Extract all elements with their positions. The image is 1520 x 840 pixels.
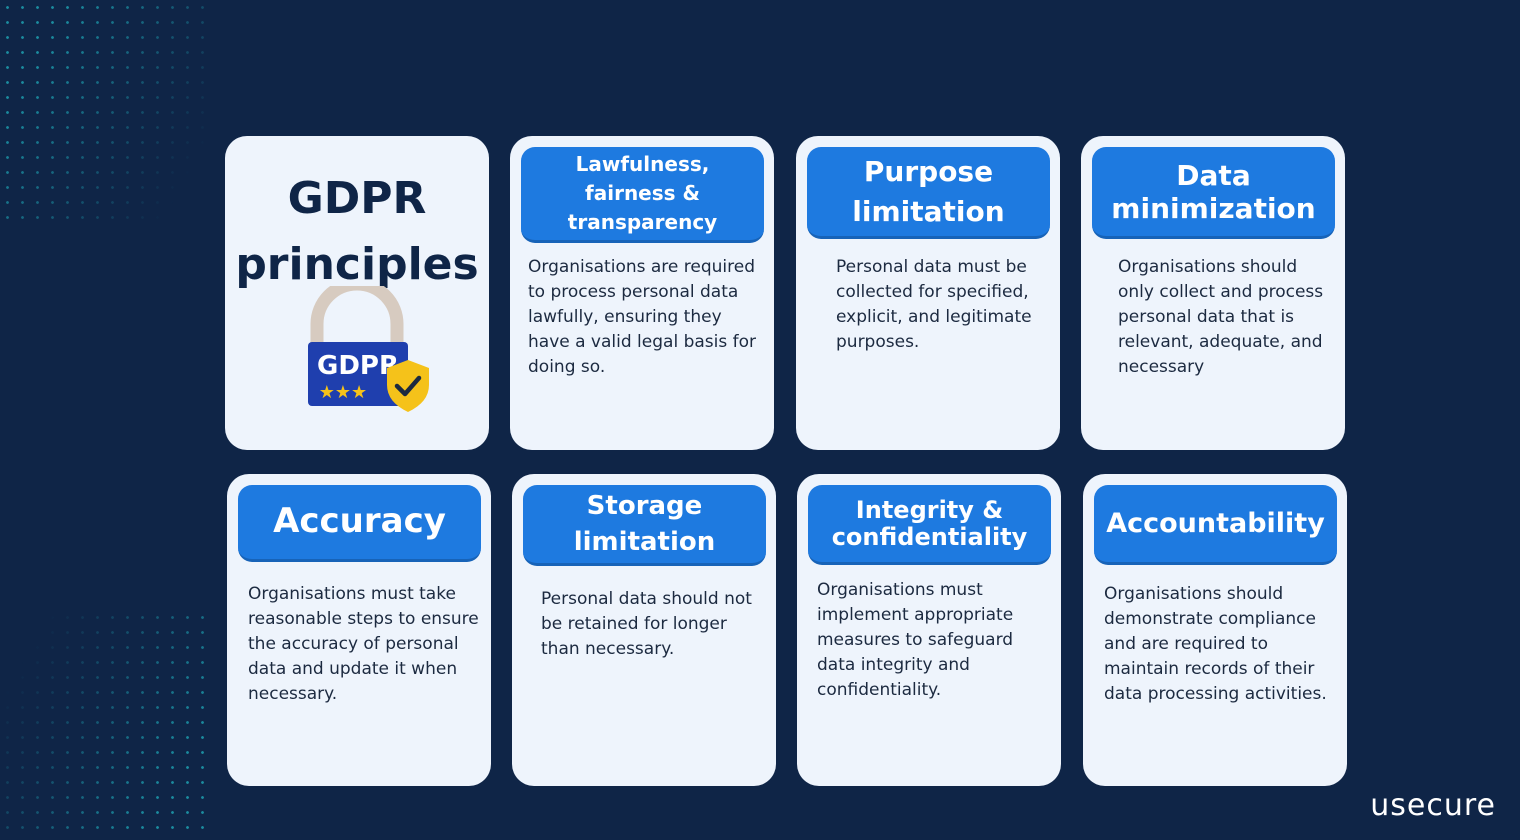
principle-card-integrity: Integrity & confidentiality Organisation… [797,474,1061,786]
decorative-dot-pattern [0,0,210,230]
brand-logo: usecure [1370,788,1496,823]
principle-description: Organisations are required to process pe… [528,257,756,377]
principle-title: Integrity & confidentiality [808,485,1051,565]
principle-card-lawfulness: Lawfulness, fairness & transparency Orga… [510,136,774,450]
principle-description: Organisations should only collect and pr… [1118,257,1324,377]
decorative-dot-pattern [0,610,210,840]
principle-title: Accuracy [238,485,481,562]
principle-title: Data minimization [1092,147,1335,239]
principle-title: Lawfulness, fairness & transparency [521,147,764,243]
principle-description: Personal data must be collected for spec… [836,257,1032,352]
principle-description: Personal data should not be retained for… [541,589,752,659]
principle-title: Storage limitation [523,485,766,566]
principle-card-minimization: Data minimization Organisations should o… [1081,136,1345,450]
principle-description: Organisations must implement appropriate… [817,580,1014,700]
title-card: GDPR principles GDPR ★★★ [225,136,489,450]
principle-card-accuracy: Accuracy Organisations must take reasona… [227,474,491,786]
principle-card-storage: Storage limitation Personal data should … [512,474,776,786]
principle-title: Accountability [1094,485,1337,565]
principle-card-purpose: Purpose limitation Personal data must be… [796,136,1060,450]
principle-description: Organisations must take reasonable steps… [248,584,479,704]
page-title: GDPR principles [235,173,479,290]
gdpr-lock-icon: GDPR ★★★ [308,286,429,412]
svg-text:GDPR: GDPR [317,351,399,381]
principle-card-accountability: Accountability Organisations should demo… [1083,474,1347,786]
principle-description: Organisations should demonstrate complia… [1104,584,1327,704]
principle-title: Purpose limitation [807,147,1050,239]
svg-text:★★★: ★★★ [319,382,367,403]
